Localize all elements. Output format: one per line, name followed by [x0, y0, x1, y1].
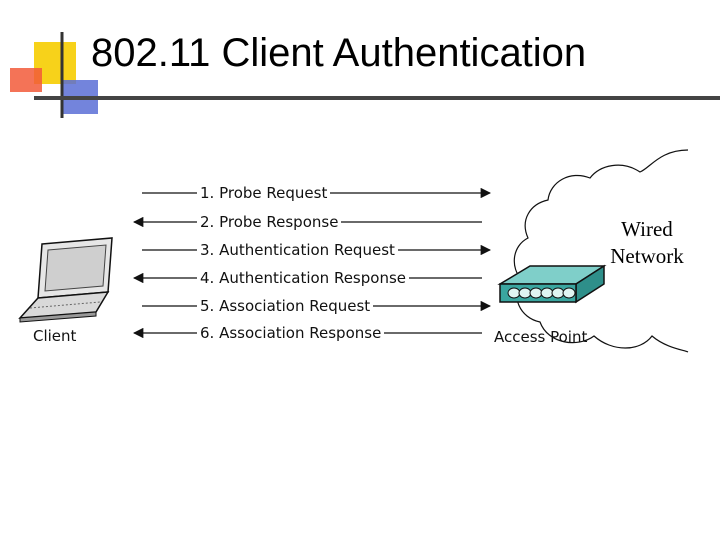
title-underline	[34, 96, 720, 100]
step-label-authentication-request: 3. Authentication Request	[197, 241, 398, 259]
client-label: Client	[33, 327, 77, 345]
access-point-icon	[497, 264, 607, 304]
step-label-authentication-response: 4. Authentication Response	[197, 269, 410, 287]
wired-network-label: Wired Network	[592, 216, 702, 270]
client-laptop-icon	[18, 237, 113, 323]
wired-network-cloud	[513, 149, 689, 353]
wired-network-line1: Wired	[621, 217, 673, 241]
access-point-label: Access Point	[494, 328, 588, 346]
step-label-association-request: 5. Association Request	[197, 297, 374, 315]
slide-title: 802.11 Client Authentication	[91, 31, 587, 75]
step-label-probe-request: 1. Probe Request	[197, 184, 331, 202]
logo-red-square	[10, 68, 42, 92]
wired-network-line2: Network	[610, 244, 684, 268]
step-label-probe-response: 2. Probe Response	[197, 213, 342, 231]
step-label-association-response: 6. Association Response	[197, 324, 385, 342]
